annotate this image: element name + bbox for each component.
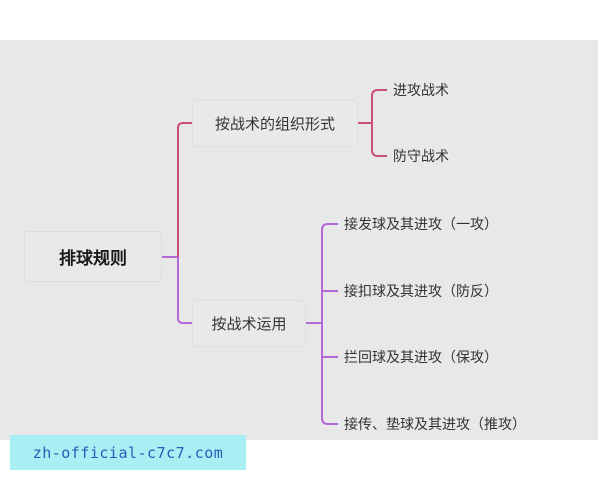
leaf-label: 防守战术	[393, 149, 449, 165]
branch-node-organization[interactable]: 按战术的组织形式	[192, 100, 358, 147]
leaf-label: 接传、垫球及其进攻（推攻）	[344, 417, 526, 433]
branch-node-application[interactable]: 按战术运用	[192, 300, 306, 347]
watermark-text: zh-official-c7c7.com	[32, 443, 224, 462]
leaf-node-first-attack[interactable]: 接发球及其进攻（一攻）	[344, 214, 498, 234]
leaf-label: 进攻战术	[393, 83, 449, 99]
leaf-node-attack-tactics[interactable]: 进攻战术	[393, 80, 449, 100]
leaf-node-defense-tactics[interactable]: 防守战术	[393, 146, 449, 166]
leaf-node-push-attack[interactable]: 接传、垫球及其进攻（推攻）	[344, 414, 526, 434]
leaf-node-cover-attack[interactable]: 拦回球及其进攻（保攻）	[344, 347, 498, 367]
leaf-label: 接发球及其进攻（一攻）	[344, 217, 498, 233]
root-node[interactable]: 排球规则	[24, 231, 162, 282]
root-label: 排球规则	[59, 249, 127, 269]
branch-label: 按战术的组织形式	[214, 115, 335, 133]
watermark: zh-official-c7c7.com	[10, 435, 246, 470]
leaf-node-counter-attack[interactable]: 接扣球及其进攻（防反）	[344, 281, 498, 301]
branch-label: 按战术运用	[211, 315, 287, 333]
leaf-label: 接扣球及其进攻（防反）	[344, 284, 498, 300]
leaf-label: 拦回球及其进攻（保攻）	[344, 350, 498, 366]
